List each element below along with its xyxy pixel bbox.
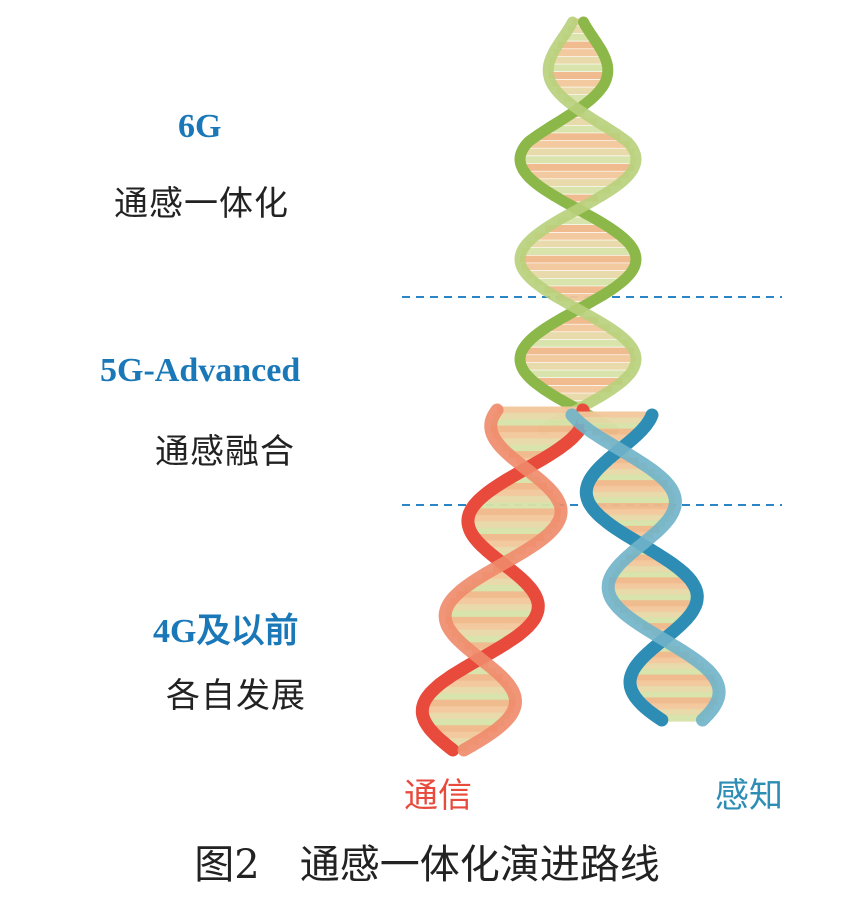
stage-6g-subtitle: 通感一体化: [114, 176, 289, 225]
communication-helix: [422, 410, 584, 750]
stage-5ga-subtitle: 通感融合: [155, 424, 295, 473]
sensing-strand-label: 感知: [715, 768, 783, 817]
figure-number: 图2: [194, 842, 259, 888]
sensing-helix: [572, 415, 719, 720]
figure-caption: 图2 通感一体化演进路线: [0, 832, 854, 890]
communication-strand-label: 通信: [404, 768, 472, 817]
stage-4g-title: 4G及以前: [153, 603, 298, 652]
stage-5ga-title: 5G-Advanced: [100, 352, 300, 390]
stage-4g-subtitle: 各自发展: [166, 668, 306, 717]
merged-helix: [520, 22, 636, 430]
stage-6g-title: 6G: [178, 108, 221, 146]
figure-title: 通感一体化演进路线: [300, 842, 660, 888]
